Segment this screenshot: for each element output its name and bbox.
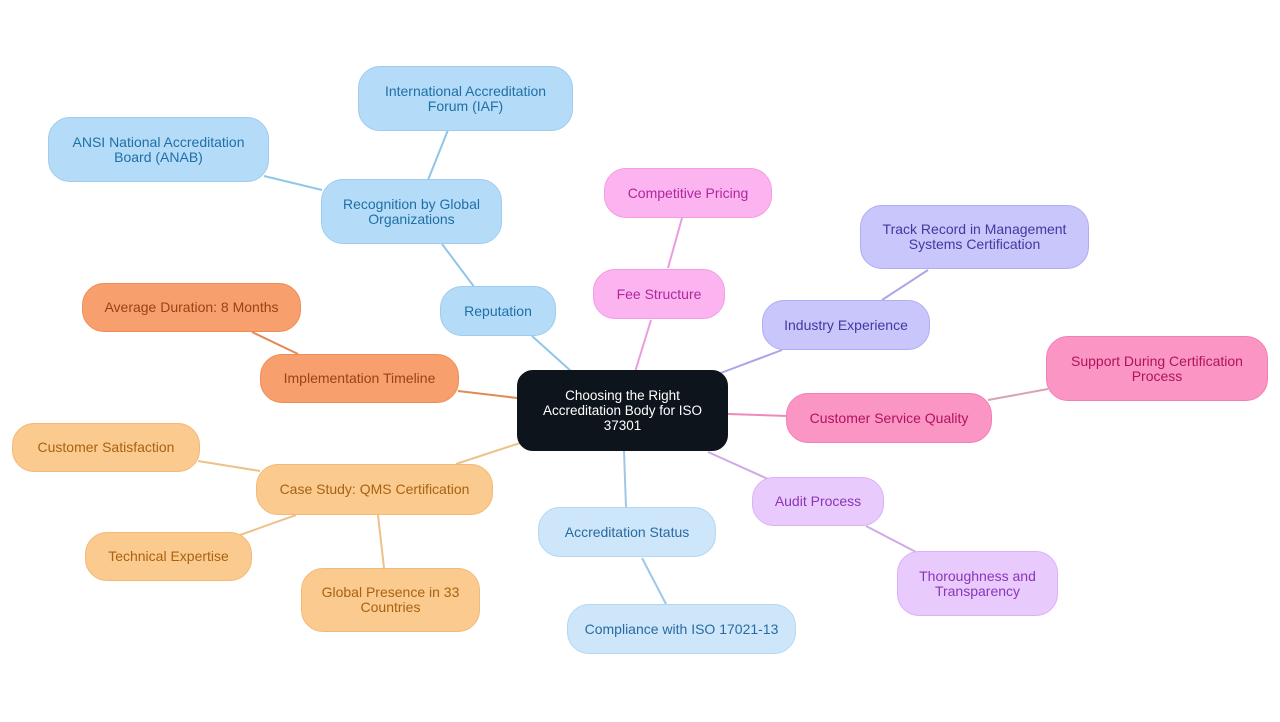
edge-casestudy-global — [377, 514, 385, 569]
node-track-record-line: Track Record in Management — [882, 221, 1067, 237]
node-average-duration: Average Duration: 8 Months — [82, 283, 301, 332]
edge-customer-support — [987, 388, 1049, 401]
node-iaf: International Accreditation Forum (IAF) — [358, 66, 573, 131]
node-global-presence: Global Presence in 33 Countries — [301, 568, 480, 632]
edge-central-status — [623, 450, 627, 508]
node-audit-process: Audit Process — [752, 477, 884, 526]
node-implementation-timeline-label: Implementation Timeline — [283, 370, 436, 386]
node-average-duration-label: Average Duration: 8 Months — [104, 299, 279, 315]
node-global-presence-line: Global Presence in 33 — [321, 584, 460, 600]
node-anab: ANSI National Accreditation Board (ANAB) — [48, 117, 269, 182]
edge-status-compliance — [641, 557, 667, 605]
node-reputation: Reputation — [440, 286, 556, 336]
node-support-during-certification: Support During Certification Process — [1046, 336, 1268, 401]
edge-central-audit — [707, 451, 769, 480]
edge-central-casestudy — [455, 442, 521, 465]
node-competitive-pricing-label: Competitive Pricing — [627, 184, 749, 201]
node-iaf-line: International Accreditation — [384, 82, 547, 99]
edge-central-timeline — [457, 390, 518, 399]
node-competitive-pricing: Competitive Pricing — [604, 168, 772, 218]
node-track-record: Track Record in Management Systems Certi… — [860, 205, 1089, 269]
node-thoroughness-line: Thoroughness and — [919, 567, 1036, 584]
node-fee-structure-label: Fee Structure — [616, 285, 702, 302]
node-compliance-label: Compliance with ISO 17021-13 — [584, 620, 779, 637]
node-technical-expertise: Technical Expertise — [85, 532, 252, 581]
node-recognition-line: Recognition by Global — [343, 195, 480, 212]
edge-recognition-anab — [263, 175, 323, 191]
node-customer-service-label: Customer Service Quality — [809, 409, 969, 426]
node-customer-satisfaction-label: Customer Satisfaction — [37, 439, 175, 455]
node-track-record-line: Systems Certification — [908, 236, 1041, 252]
edge-central-fee — [634, 319, 652, 373]
central-topic-line: 37301 — [603, 418, 642, 433]
node-accreditation-status-label: Accreditation Status — [564, 523, 690, 540]
central-topic-line: Accreditation Body for ISO — [542, 403, 703, 418]
edge-casestudy-satisfaction — [197, 460, 261, 472]
node-industry-experience-label: Industry Experience — [784, 316, 908, 333]
edge-recognition-iaf — [427, 129, 449, 181]
node-customer-satisfaction: Customer Satisfaction — [12, 423, 200, 472]
edge-central-customer — [727, 413, 788, 417]
node-case-study-qms: Case Study: QMS Certification — [256, 464, 493, 515]
node-global-presence-line: Countries — [360, 599, 421, 615]
node-accreditation-status: Accreditation Status — [538, 507, 716, 557]
node-support-line: Support During Certification — [1071, 352, 1243, 369]
node-anab-line: ANSI National Accreditation — [72, 133, 245, 150]
node-audit-process-label: Audit Process — [774, 493, 862, 509]
node-iaf-line: Forum (IAF) — [427, 97, 504, 114]
node-case-study-label: Case Study: QMS Certification — [279, 481, 470, 497]
edge-central-reputation — [531, 335, 573, 373]
node-customer-service-quality: Customer Service Quality — [786, 393, 992, 443]
node-implementation-timeline: Implementation Timeline — [260, 354, 459, 403]
node-anab-line: Board (ANAB) — [114, 148, 203, 165]
edge-audit-thoroughness — [865, 525, 917, 553]
node-fee-structure: Fee Structure — [593, 269, 725, 319]
edge-timeline-duration — [251, 331, 299, 355]
node-reputation-label: Reputation — [464, 302, 532, 319]
edge-fee-pricing — [667, 217, 683, 269]
node-recognition-global-organizations: Recognition by Global Organizations — [321, 179, 502, 244]
node-compliance-iso: Compliance with ISO 17021-13 — [567, 604, 796, 654]
edge-reputation-recognition — [441, 243, 476, 289]
node-support-line: Process — [1131, 367, 1183, 384]
edge-industry-track — [881, 269, 929, 301]
node-thoroughness-transparency: Thoroughness and Transparency — [897, 551, 1058, 616]
node-recognition-line: Organizations — [368, 210, 455, 227]
central-topic-node: Choosing the Right Accreditation Body fo… — [517, 370, 728, 451]
edge-casestudy-technical — [239, 514, 297, 536]
node-industry-experience: Industry Experience — [762, 300, 930, 350]
node-technical-expertise-label: Technical Expertise — [108, 548, 229, 564]
central-topic-line: Choosing the Right — [565, 388, 680, 403]
edge-central-industry — [717, 349, 783, 375]
node-thoroughness-line: Transparency — [934, 582, 1021, 599]
